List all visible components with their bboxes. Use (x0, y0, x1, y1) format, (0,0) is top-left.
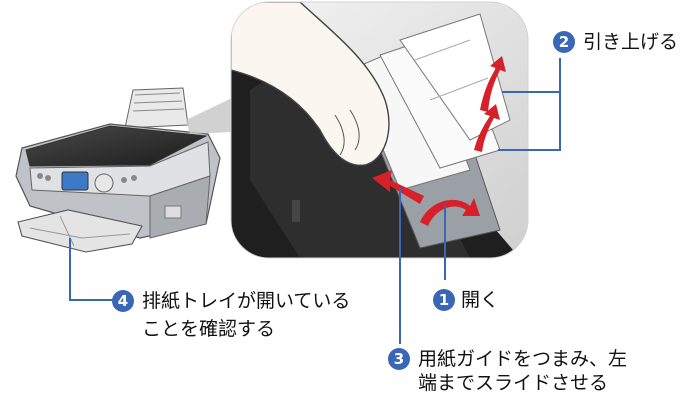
step-1-badge: 1 (433, 289, 455, 311)
step-4-label-line1: 排紙トレイが開いている (142, 290, 351, 312)
step-2-label: 引き上げる (583, 31, 679, 53)
arrow-red-left (372, 170, 424, 204)
arrow-red-up-1 (480, 56, 506, 112)
step-3-label-line1: 用紙ガイドをつまみ、左 (418, 348, 628, 370)
step-1-label: 開く (461, 289, 500, 311)
arrow-red-up-2 (474, 104, 500, 152)
step-4-badge: 4 (112, 290, 134, 312)
lcd-display (61, 171, 89, 191)
step-3-badge: 3 (388, 348, 410, 370)
hand (231, 2, 390, 166)
closeup-panel (231, 2, 528, 258)
zoom-connector (186, 98, 232, 134)
step-4-label-line2: ことを確認する (142, 318, 276, 340)
printer-drawing (15, 87, 221, 253)
printer-lid (25, 125, 208, 167)
paper-support (124, 87, 189, 129)
output-tray (17, 209, 143, 253)
callout-lines (69, 58, 561, 344)
step-2-badge: 2 (553, 31, 575, 53)
arrow-red-curve (420, 198, 480, 226)
step-3-label-line2: 端までスライドさせる (418, 372, 609, 394)
